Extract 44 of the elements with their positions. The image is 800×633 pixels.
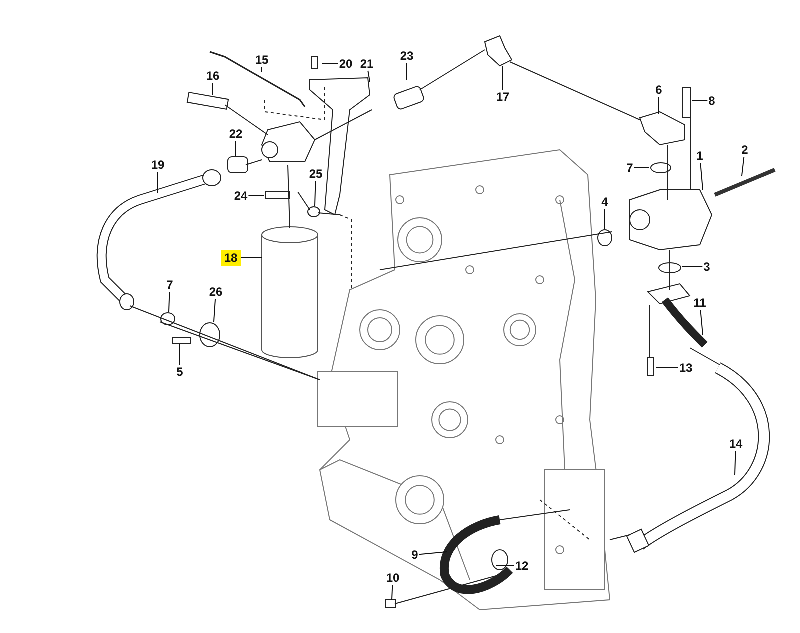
callout-number: 14 [728,437,744,451]
leader-line [692,100,708,102]
leader-line [214,298,216,322]
leader-line [742,156,745,176]
callout-number: 12 [514,559,530,573]
callout-number: 6 [654,83,664,97]
callout-number: 24 [233,189,249,203]
callout-number: 11 [692,296,708,310]
callout-number: 23 [399,49,415,63]
callout-number: 20 [338,57,354,71]
leader-line [734,450,736,476]
leader-line [604,208,606,230]
callout-number: 7 [626,161,634,175]
callout-number: 10 [385,571,401,585]
callout-number: 19 [150,158,166,172]
leader-line [700,162,704,190]
leader-line [502,66,504,90]
callout-number: 16 [205,69,221,83]
leader-line [682,266,704,268]
callout-number: 7 [166,278,174,292]
callout-number: 1 [696,149,704,163]
callout-number: 13 [678,361,694,375]
leader-line [314,180,316,206]
callout-number: 22 [228,127,244,141]
callout-number: 26 [208,285,224,299]
callout-number: 25 [308,167,324,181]
leader-line [406,62,408,80]
callout-number: 2 [740,143,750,157]
callout-number: 5 [176,365,184,379]
callout-number: 21 [359,57,375,71]
leader-line [392,584,394,600]
callout-number: 17 [495,90,511,104]
callout-number: 15 [254,53,270,67]
callout-number: 3 [702,260,712,274]
callout-number: 18 [221,250,241,266]
callout-number: 8 [708,94,716,108]
leader-line [700,310,704,336]
leader-line [418,552,448,556]
callout-number: 4 [600,195,610,209]
leader-line [658,96,660,114]
callout-number: 9 [410,548,420,562]
leader-line [168,292,170,312]
leader-line [368,70,370,82]
leader-line [212,82,214,96]
